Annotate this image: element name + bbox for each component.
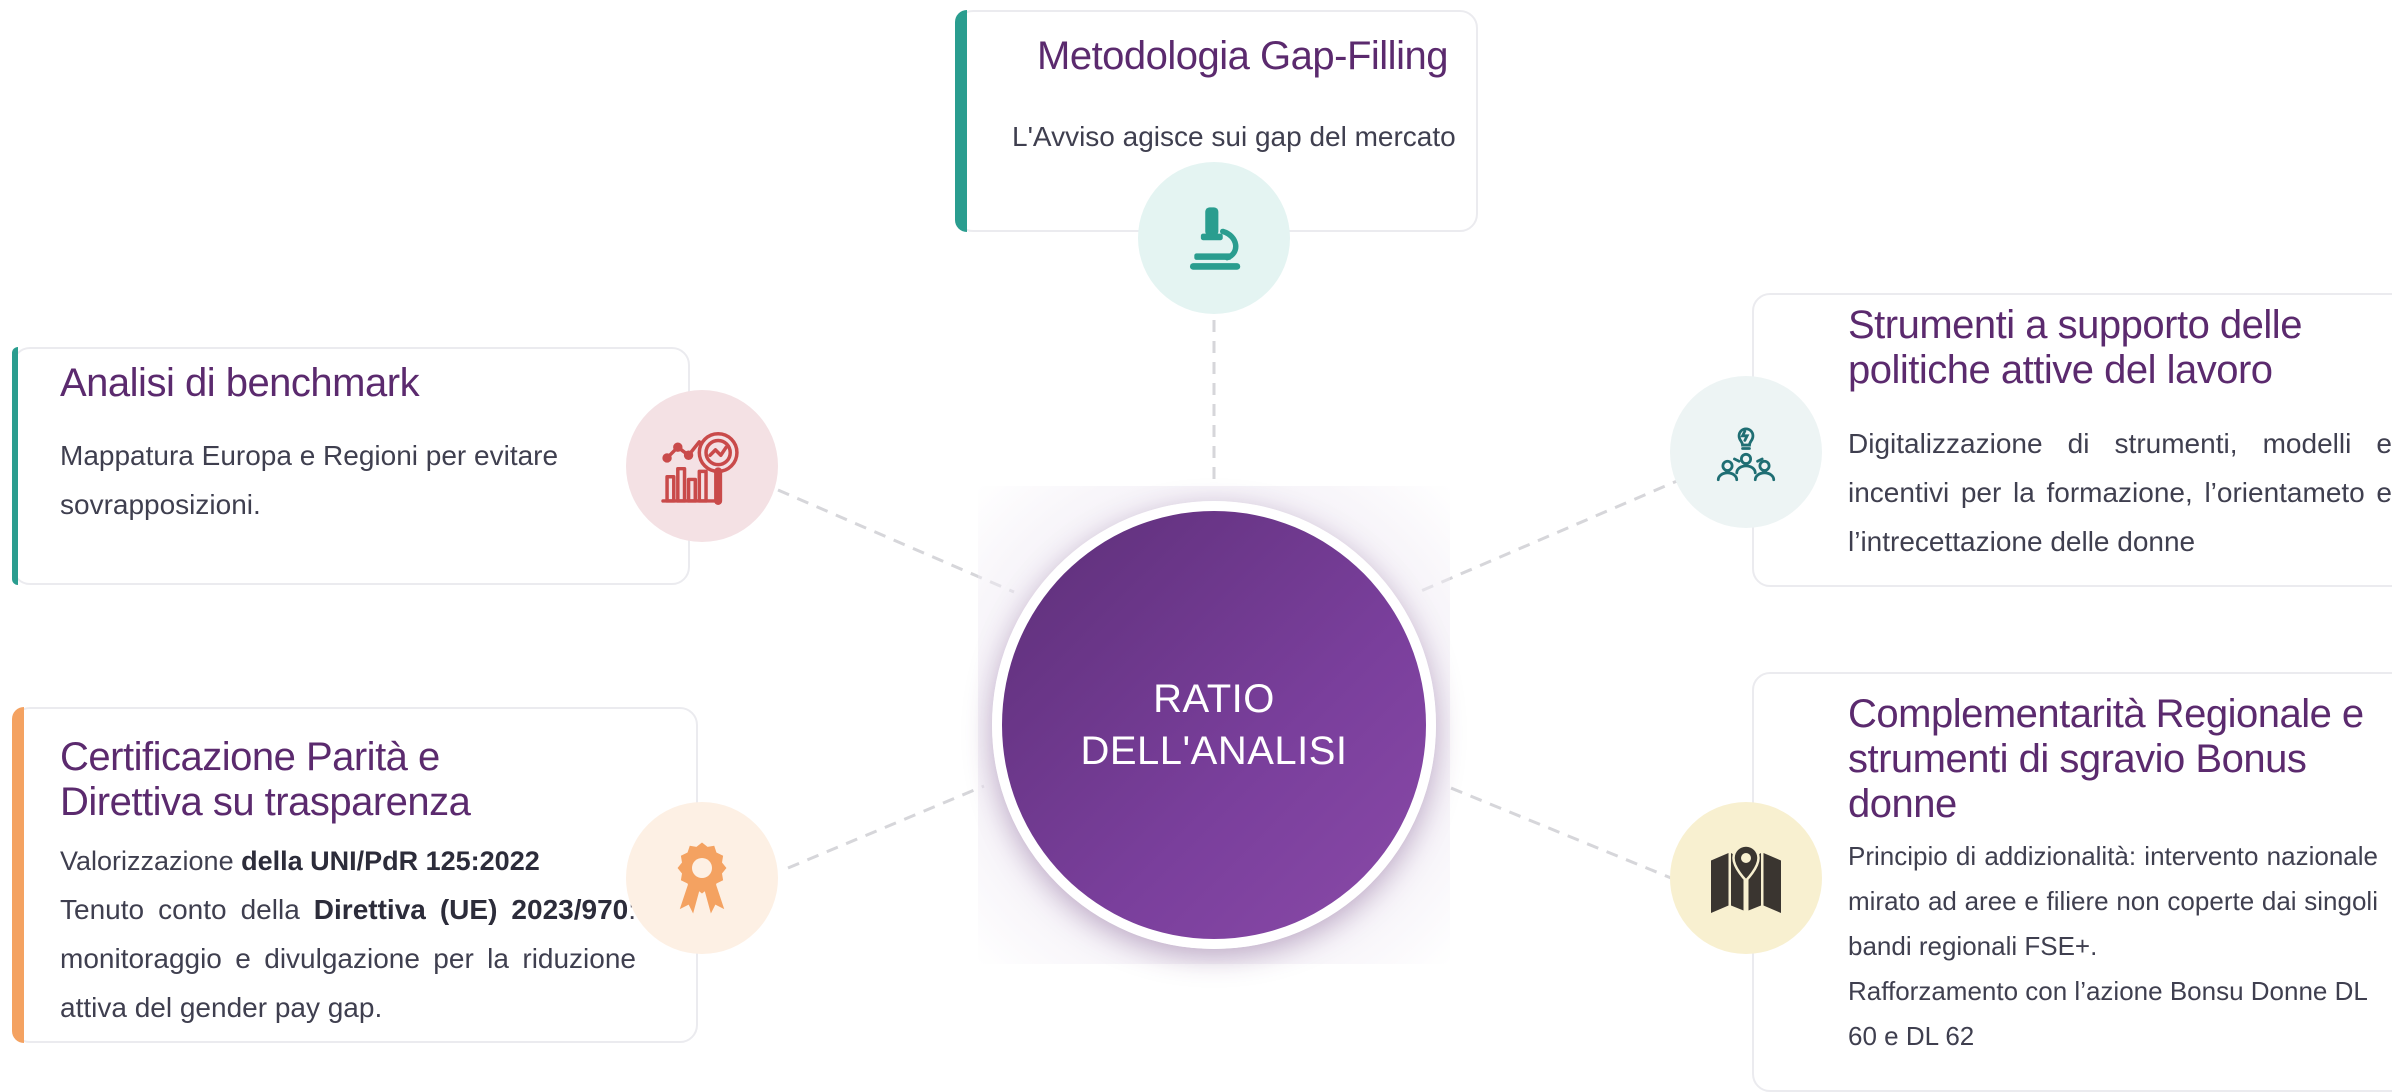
connector-complementarita <box>1445 784 1677 882</box>
card-accent-bar <box>12 347 18 585</box>
text-suffix: : monitoraggio e divulgazione per la rid… <box>60 894 636 1023</box>
connector-strumenti <box>1413 476 1685 596</box>
analytics-chart-icon <box>661 432 739 505</box>
text-bold: Direttiva (UE) 2023/970 <box>313 894 629 925</box>
analytics-icon-circle <box>626 390 778 542</box>
text-prefix: Tenuto conto della <box>60 894 314 925</box>
card-title: Complementarità Regionale e strumenti di… <box>1848 692 2364 826</box>
card-accent-bar <box>955 10 967 232</box>
card-title: Certificazione Parità e Direttiva su tra… <box>60 735 471 824</box>
award-icon-circle <box>626 802 778 954</box>
card-title: Analisi di benchmark <box>60 361 420 405</box>
card-text: L'Avviso agisce sui gap del mercato <box>1012 121 1456 152</box>
card-benchmark: Analisi di benchmark Mappatura Europa e … <box>12 347 690 585</box>
text-prefix: Valorizzazione <box>60 846 242 876</box>
award-ribbon-icon <box>677 842 727 914</box>
card-accent-bar <box>12 707 24 1043</box>
connector-certificazione <box>787 784 985 870</box>
card-text-1: Principio di addizionalità: intervento n… <box>1848 841 2378 961</box>
card-text: Mappatura Europa e Regioni per evitare s… <box>60 440 559 520</box>
card-certificazione: Certificazione Parità e Direttiva su tra… <box>12 707 698 1043</box>
center-hub: RATIO DELL'ANALISI <box>978 486 1450 964</box>
map-pin-icon <box>1711 844 1781 913</box>
center-circle: RATIO DELL'ANALISI <box>992 501 1436 949</box>
card-title: Strumenti a supporto delle politiche att… <box>1848 303 2302 392</box>
card-text-line1: Valorizzazione della UNI/PdR 125:2022 <box>60 837 640 886</box>
connector-benchmark <box>777 488 1015 594</box>
card-title: Metodologia Gap-Filling <box>1037 34 1448 78</box>
microscope-icon <box>1189 207 1241 270</box>
card-strumenti: Strumenti a supporto delle politiche att… <box>1752 293 2392 587</box>
text-bold: della UNI/PdR 125:2022 <box>241 846 540 876</box>
card-text-line2: Tenuto conto della Direttiva (UE) 2023/9… <box>60 885 636 1032</box>
microscope-icon-circle <box>1138 162 1290 314</box>
card-text: Digitalizzazione di strumenti, modelli e… <box>1848 428 2392 557</box>
center-label: RATIO DELL'ANALISI <box>1080 677 1348 773</box>
card-complementarita: Complementarità Regionale e strumenti di… <box>1752 672 2392 1092</box>
map-icon-circle <box>1670 802 1822 954</box>
team-idea-icon <box>1716 427 1776 482</box>
team-icon-circle <box>1670 376 1822 528</box>
card-text-2: Rafforzamento con l’azione Bonsu Donne D… <box>1848 976 2367 1051</box>
